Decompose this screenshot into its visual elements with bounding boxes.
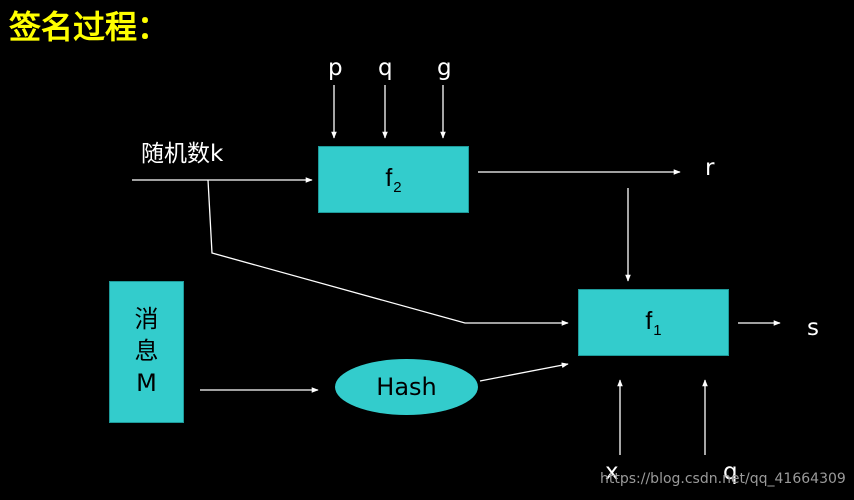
- input-g-label: g: [437, 55, 452, 81]
- arrow-k-to-f1: [207, 179, 569, 326]
- page-title: 签名过程：: [9, 8, 170, 46]
- input-random-k-label: 随机数k: [141, 141, 224, 167]
- output-r-label: r: [705, 155, 715, 181]
- hash-label: Hash: [376, 373, 437, 401]
- message-line-1: 消: [134, 305, 159, 334]
- message-line-3: M: [136, 368, 157, 397]
- function-f1-label: f1: [645, 306, 662, 339]
- input-x-label: x: [605, 459, 619, 485]
- message-m-box: 消 息 M: [109, 281, 184, 423]
- message-line-2: 息: [134, 337, 159, 366]
- arrow-hash-to-f1: [479, 362, 569, 382]
- function-f2-label: f2: [385, 163, 402, 196]
- source-watermark: https://blog.csdn.net/qq_41664309: [600, 471, 846, 487]
- input-p-label: p: [328, 55, 343, 81]
- function-f2-box: f2: [318, 146, 469, 213]
- output-s-label: s: [807, 315, 819, 341]
- function-f1-box: f1: [578, 289, 729, 356]
- hash-ellipse: Hash: [335, 359, 478, 415]
- input-q-bottom-label: q: [723, 459, 738, 485]
- input-q-label: q: [378, 55, 393, 81]
